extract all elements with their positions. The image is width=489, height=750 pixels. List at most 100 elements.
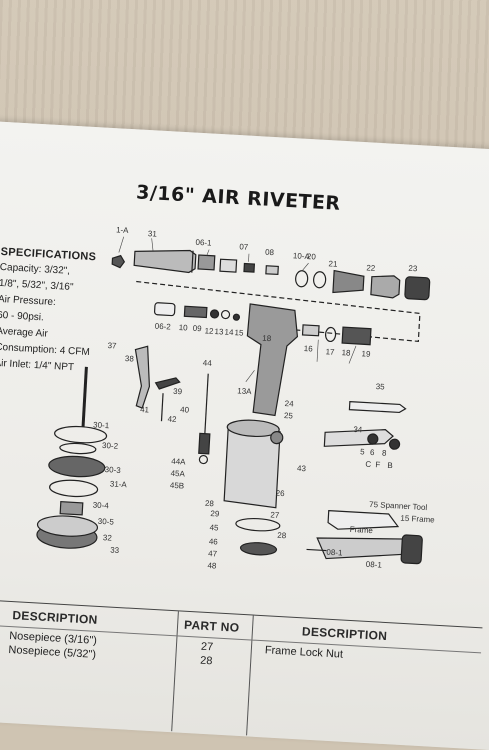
part-number-label: 31: [148, 229, 158, 239]
disc-part-4: [49, 479, 98, 498]
part-number-label: 14: [224, 328, 234, 338]
part-number-label: 39: [173, 387, 183, 397]
table-divider: [171, 611, 179, 731]
coil-spring-part: [342, 327, 371, 345]
table-cell-description-2: Frame Lock Nut: [265, 644, 344, 660]
gasket-part: [236, 517, 281, 531]
disc-part-2: [60, 443, 97, 455]
part-number-label: 13: [214, 327, 224, 337]
part-number-label: 27: [270, 510, 280, 520]
bolt-part-2: [389, 439, 400, 450]
part-number-label: 28: [205, 499, 215, 509]
part-number-label: 1-A: [116, 225, 130, 235]
part-number-label: 06-2: [155, 322, 172, 332]
frame-cap-part: [401, 535, 423, 564]
table-divider: [246, 616, 254, 736]
part-number-label: 24: [284, 399, 294, 409]
o-ring-part-2: [313, 271, 326, 288]
valve-seat-part: [199, 455, 207, 463]
part-number-label: 20: [307, 252, 317, 262]
part-number-label: F: [375, 460, 380, 469]
nut-part: [60, 502, 83, 515]
part-number-label: 8: [382, 449, 387, 458]
spring-housing-part: [405, 277, 430, 300]
part-number-label: 34: [353, 425, 363, 435]
part-number-label: 41: [140, 405, 150, 415]
part-number-label: 12: [204, 326, 214, 336]
part-number-label: Frame: [349, 525, 373, 535]
exploded-parts-diagram: 1-A3106-1070810-A2021222306-210091213141…: [0, 120, 489, 631]
part-number-label: 26: [275, 489, 285, 499]
table-cell-part-no: 28: [200, 655, 213, 668]
part-number-label: B: [387, 461, 393, 470]
sleeve-part: [266, 266, 278, 275]
part-number-label: 29: [210, 509, 220, 519]
shaft-part: [83, 367, 86, 427]
part-number-label: 33: [110, 546, 120, 556]
part-number-label: 43: [297, 464, 307, 474]
part-number-label: 42: [167, 415, 177, 425]
bolt-part: [368, 434, 379, 445]
part-number-label: 08: [265, 248, 275, 258]
nosepiece-part: [112, 255, 125, 268]
cylinder-cap-part: [270, 431, 283, 444]
valve-stem-part: [205, 374, 208, 434]
part-number-label: 30-2: [102, 441, 119, 451]
jaw-case-part: [333, 271, 364, 295]
part-number-label: 18: [341, 348, 351, 358]
part-number-label: 28: [277, 531, 287, 541]
part-number-label: 45: [209, 523, 219, 533]
part-number-label: 18: [262, 334, 272, 344]
pin-part: [161, 393, 163, 421]
part-number-label: 32: [103, 533, 113, 543]
part-number-label: 38: [125, 354, 135, 364]
o-ring-part: [295, 270, 308, 287]
part-number-label: C: [365, 460, 371, 469]
table-header-description-2: DESCRIPTION: [302, 624, 388, 643]
wrench-part: [349, 402, 405, 413]
bushing-part: [220, 259, 237, 272]
table-cell-part-no: 27: [201, 641, 214, 654]
part-number-label: 30-3: [104, 465, 121, 475]
base-ring-part: [240, 542, 277, 556]
part-number-label: 19: [361, 349, 371, 359]
part-number-label: 16: [304, 344, 314, 354]
table-header-description: DESCRIPTION: [12, 608, 98, 627]
part-number-label: 21: [328, 259, 338, 269]
part-number-label: 22: [366, 263, 376, 273]
jaw-pusher-part: [371, 275, 400, 299]
part-number-label: 17: [325, 347, 335, 357]
o-ring-part-3: [325, 327, 336, 342]
part-number-label: 15 Frame: [400, 514, 435, 525]
part-number-label: 07: [239, 242, 249, 252]
small-nut-part: [244, 264, 254, 273]
part-number-label: 08-1: [326, 548, 343, 558]
disc-part-3: [48, 455, 105, 478]
washer-part: [210, 310, 218, 318]
part-number-label: 48: [207, 561, 217, 571]
part-number-label: 10: [178, 323, 188, 333]
part-number-label: 47: [208, 549, 218, 559]
valve-spring-part: [199, 433, 210, 454]
part-number-label: 45B: [170, 481, 185, 491]
part-number-label: 37: [107, 341, 117, 351]
part-number-label: 13A: [237, 386, 252, 396]
part-number-label: 35: [376, 382, 386, 392]
part-number-label: 06-1: [195, 238, 212, 248]
part-number-label: 6: [370, 448, 375, 457]
instruction-sheet: 3/16" AIR RIVETER SPECIFICATIONS Capacit…: [0, 120, 489, 750]
part-number-label: 5: [360, 447, 365, 456]
spring-part: [184, 306, 207, 317]
sleeve-part-2: [154, 303, 175, 316]
part-number-label: 30-1: [93, 420, 110, 430]
piston-part: [303, 325, 320, 336]
part-number-label: 44A: [171, 457, 186, 467]
part-number-label: 46: [209, 537, 219, 547]
part-number-label: 09: [192, 324, 202, 334]
part-number-label: 15: [234, 328, 244, 338]
part-number-label: 30-4: [92, 500, 109, 510]
washer-part-2: [221, 310, 229, 318]
table-header-part-no: PART NO: [184, 618, 240, 635]
part-number-label: 08-1: [366, 560, 383, 570]
trigger-lever-part: [132, 346, 151, 409]
